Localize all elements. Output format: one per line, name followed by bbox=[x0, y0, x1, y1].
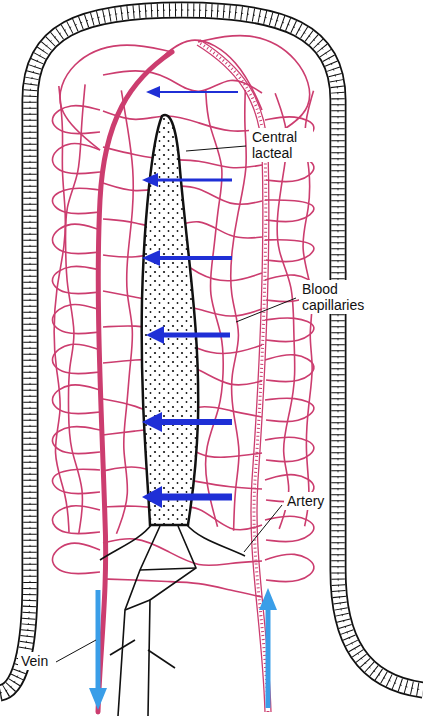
capillary bbox=[265, 554, 314, 581]
capillary bbox=[198, 36, 310, 140]
capillary bbox=[52, 427, 100, 454]
capillary bbox=[66, 84, 86, 533]
capillary bbox=[52, 188, 100, 214]
capillary bbox=[265, 318, 314, 342]
capillary bbox=[52, 506, 100, 534]
capillary bbox=[52, 304, 100, 333]
leader-lines bbox=[56, 146, 296, 662]
part-label: Vein bbox=[18, 652, 51, 670]
absorption-arrows bbox=[142, 86, 238, 508]
capillary bbox=[265, 355, 314, 382]
capillary bbox=[54, 86, 69, 532]
capillary bbox=[52, 469, 100, 493]
capillary bbox=[206, 89, 224, 527]
capillary bbox=[60, 45, 172, 150]
capillary bbox=[52, 224, 100, 254]
capillary bbox=[52, 385, 100, 414]
capillary bbox=[52, 543, 100, 574]
capillary bbox=[265, 516, 314, 541]
lymph-vessels bbox=[100, 524, 245, 716]
capillary bbox=[52, 143, 100, 173]
blood-flow-arrows bbox=[89, 588, 277, 710]
capillary bbox=[265, 398, 314, 421]
capillary bbox=[52, 266, 100, 293]
capillary bbox=[265, 200, 314, 222]
part-label: Central lacteal bbox=[249, 128, 313, 162]
capillary bbox=[52, 344, 100, 373]
central-lacteal bbox=[142, 115, 199, 525]
epithelium bbox=[0, 10, 423, 693]
capillary bbox=[265, 437, 314, 461]
part-label: Blood capillaries bbox=[299, 280, 381, 314]
capillary bbox=[116, 90, 133, 533]
part-label: Artery bbox=[284, 492, 327, 510]
capillary bbox=[265, 240, 314, 262]
capillary bbox=[231, 90, 247, 531]
capillary-network bbox=[52, 36, 313, 597]
capillary bbox=[103, 579, 262, 597]
capillary bbox=[103, 147, 262, 168]
